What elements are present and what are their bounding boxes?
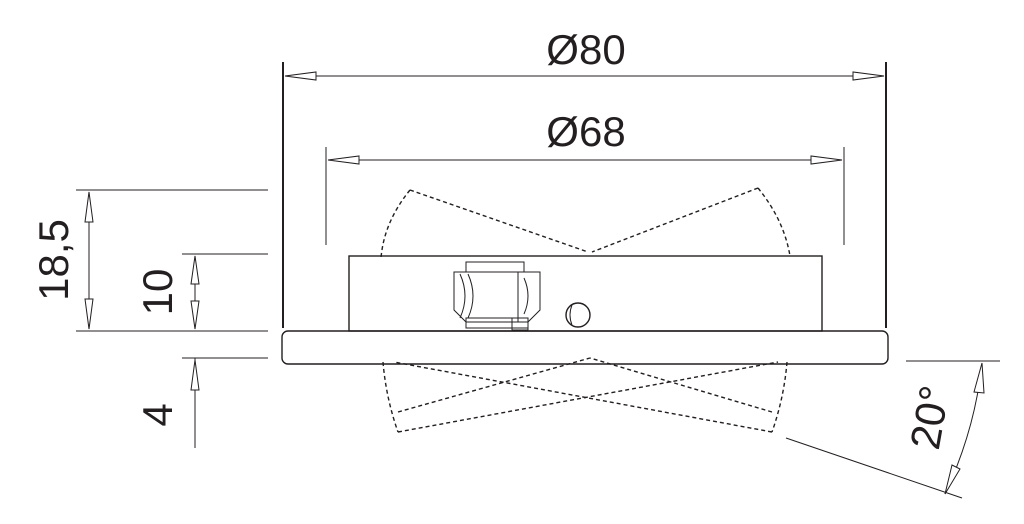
tilt-top-right-edge bbox=[591, 187, 759, 253]
spring-clip bbox=[453, 261, 541, 331]
tilt-bottom-cross-2 bbox=[393, 361, 773, 433]
tilt-bottom-cross-1 bbox=[397, 361, 779, 433]
screw-head bbox=[565, 302, 591, 328]
clip-body bbox=[453, 271, 541, 323]
outer-diameter-dimension: Ø80 bbox=[282, 26, 887, 328]
angle-arrow-bottom bbox=[944, 464, 961, 495]
clip-top-cap bbox=[465, 261, 525, 273]
total-height-arrow-bottom bbox=[84, 298, 94, 330]
inner-diameter-label: Ø68 bbox=[546, 108, 625, 155]
clip-coil-2 bbox=[467, 273, 474, 319]
inner-arrow-left bbox=[327, 155, 360, 165]
angle-arrow-top bbox=[973, 362, 985, 394]
fixture bbox=[281, 255, 889, 365]
body-height-arrow-bottom bbox=[190, 300, 200, 330]
outer-diameter-label: Ø80 bbox=[546, 26, 625, 73]
clip-base bbox=[465, 317, 529, 329]
fixture-housing bbox=[348, 255, 823, 332]
screw-highlight bbox=[569, 304, 573, 326]
clip-coil-4 bbox=[523, 277, 529, 315]
clip-tab bbox=[511, 317, 529, 331]
outer-arrow-left bbox=[284, 71, 317, 81]
flange-thickness-label: 4 bbox=[134, 403, 181, 426]
tilt-top-left-arc bbox=[380, 189, 411, 259]
tilt-envelope bbox=[380, 187, 791, 433]
body-height-arrow-top bbox=[190, 255, 200, 285]
outer-arrow-right bbox=[852, 71, 885, 81]
body-height-label: 10 bbox=[134, 269, 181, 316]
total-height-label: 18,5 bbox=[30, 219, 77, 301]
tilt-bottom-left-arc bbox=[382, 361, 399, 433]
tilt-angle-label: 20° bbox=[901, 382, 958, 453]
angle-tilted-line bbox=[785, 437, 963, 499]
inner-diameter-dimension: Ø68 bbox=[325, 108, 845, 245]
tilt-top-left-edge bbox=[409, 189, 589, 253]
tilt-angle-dimension: 20° bbox=[785, 360, 1000, 499]
flange-arrow-bottom bbox=[190, 359, 200, 391]
screw-circle bbox=[565, 302, 591, 328]
tilt-top-right-arc bbox=[757, 187, 791, 257]
clip-coil-1 bbox=[459, 273, 466, 319]
height-dimensions: 18,5 10 4 bbox=[30, 189, 268, 448]
tilt-bottom-right-arc bbox=[771, 361, 788, 433]
inner-arrow-right bbox=[810, 155, 843, 165]
total-height-arrow-top bbox=[84, 191, 94, 223]
tilt-bottom-left-edge bbox=[397, 357, 591, 413]
tilt-bottom-right-edge bbox=[589, 357, 773, 413]
fixture-flange bbox=[281, 330, 889, 365]
